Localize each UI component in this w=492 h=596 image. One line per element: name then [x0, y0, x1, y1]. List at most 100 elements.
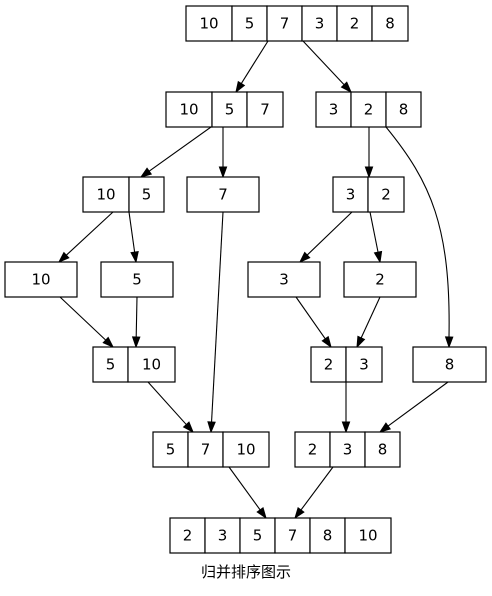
- array-cell: [100, 261, 174, 298]
- array-cell-value: 7: [280, 15, 290, 33]
- array-cell-value: 5: [106, 356, 116, 374]
- edge-LL-to-s5: [128, 211, 139, 264]
- edge-line: [300, 466, 334, 511]
- array-cell-value: 10: [142, 356, 161, 374]
- edge-line: [228, 466, 261, 511]
- arrowhead-icon: [444, 336, 454, 349]
- array-cell: [294, 431, 331, 468]
- array-cell: [274, 517, 311, 554]
- array-cell-value: 10: [236, 441, 255, 459]
- arrowhead-icon: [298, 251, 311, 264]
- array-node-s5: 5: [100, 261, 174, 298]
- array-cell: [364, 431, 401, 468]
- edge-m5_7_10-to-final: [228, 466, 267, 520]
- arrowhead-icon: [294, 507, 305, 520]
- array-cell-value: 8: [378, 441, 388, 459]
- array-cell: [336, 5, 373, 42]
- array-cell: [169, 517, 206, 554]
- edge-line: [387, 381, 449, 427]
- array-cell: [301, 5, 338, 42]
- edge-line: [369, 211, 379, 253]
- edge-line: [302, 40, 345, 86]
- edge-root-to-L: [235, 40, 269, 94]
- array-cell: [152, 431, 189, 468]
- array-cell: [310, 346, 347, 383]
- edge-m2_3_8-to-final: [294, 466, 334, 520]
- edge-line: [295, 296, 326, 340]
- array-cell: [343, 261, 417, 298]
- edge-s2-to-m2_3: [356, 296, 381, 349]
- arrowhead-icon: [378, 422, 392, 433]
- array-cell-value: 10: [199, 15, 218, 33]
- edge-s3-to-m2_3: [295, 296, 332, 349]
- arrowhead-icon: [341, 421, 351, 434]
- arrowhead-icon: [102, 336, 115, 349]
- array-node-m5_10: 5 10: [92, 346, 176, 383]
- array-cell-value: 2: [183, 527, 193, 545]
- arrowhead-icon: [356, 335, 366, 349]
- array-cell-value: 2: [381, 186, 391, 204]
- array-cell-value: 10: [358, 527, 377, 545]
- edge-LL-to-s10: [57, 211, 114, 264]
- edge-L-to-LL: [139, 126, 212, 178]
- array-node-s8: 8: [412, 346, 487, 383]
- edges-layer: [57, 40, 454, 520]
- array-cell: [385, 91, 422, 128]
- arrowhead-icon: [373, 250, 383, 264]
- array-cell: [266, 5, 303, 42]
- array-cell-value: 2: [350, 15, 360, 33]
- array-cell-value: 5: [132, 271, 142, 289]
- array-cell-value: 3: [359, 356, 369, 374]
- arrowhead-icon: [340, 81, 353, 94]
- array-cell: [309, 517, 346, 554]
- array-cell: [344, 517, 392, 554]
- edge-R-to-s8: [385, 126, 454, 349]
- edge-line: [385, 126, 450, 338]
- edge-s10-to-m5_10: [59, 296, 115, 349]
- array-cell-value: 2: [324, 356, 334, 374]
- array-cell: [412, 346, 487, 383]
- edge-L-to-L7: [218, 127, 228, 179]
- edge-line: [135, 296, 138, 338]
- array-cell-value: 7: [218, 186, 228, 204]
- array-cell: [222, 431, 270, 468]
- array-cell: [332, 176, 369, 213]
- array-node-L7: 7: [186, 176, 260, 213]
- array-cell: [185, 5, 233, 42]
- edge-s5-to-m5_10: [131, 296, 141, 349]
- array-cell-value: 2: [364, 101, 374, 119]
- array-cell: [345, 346, 383, 383]
- arrowhead-icon: [131, 336, 141, 349]
- array-cell-value: 2: [308, 441, 318, 459]
- array-cell: [231, 5, 268, 42]
- array-cell: [82, 176, 130, 213]
- array-cell-value: 5: [245, 15, 255, 33]
- edge-line: [210, 211, 224, 423]
- edge-m5_10-to-m5_7_10: [147, 381, 194, 434]
- array-cell: [239, 517, 276, 554]
- array-cell-value: 5: [253, 527, 263, 545]
- edge-line: [360, 296, 381, 339]
- arrowhead-icon: [130, 251, 139, 264]
- array-cell-value: 7: [201, 441, 211, 459]
- edge-root-to-R: [302, 40, 353, 94]
- edge-line: [147, 381, 187, 425]
- array-cell: [127, 346, 176, 383]
- array-cell-value: 8: [399, 101, 409, 119]
- arrowhead-icon: [235, 80, 246, 94]
- array-cell: [165, 91, 213, 128]
- array-cell-value: 3: [315, 15, 325, 33]
- array-cell-value: 5: [225, 101, 235, 119]
- array-cell: [128, 176, 165, 213]
- array-cell-value: 10: [179, 101, 198, 119]
